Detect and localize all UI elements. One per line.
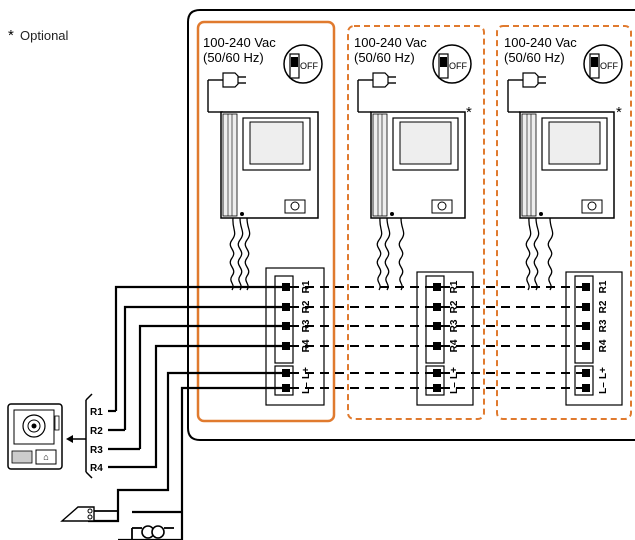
monitor-1: 100-240 Vac (50/60 Hz) OFF [203,35,323,291]
power-plug-icon [507,72,546,113]
door-terminal-label: R4 [90,463,103,474]
switch-label: OFF [600,61,618,71]
terminal-label: R3 [449,319,460,332]
optional-star: * [466,104,472,121]
optional-monitor-frame-3 [496,25,632,420]
monitor-2: 100-240 Vac (50/60 Hz) OFF * [354,35,472,291]
door-station-terminals: R1 R2 R3 R4 [85,393,103,479]
monitor-unit [370,111,466,219]
terminal-label: R1 [449,280,460,293]
power-label-line2: (50/60 Hz) [504,50,565,65]
power-label-line2: (50/60 Hz) [203,50,264,65]
installation-enclosure [187,9,635,441]
legend: * Optional [8,27,69,44]
power-label-line1: 100-240 Vac [354,35,427,50]
handset-cord-icon [229,217,251,291]
power-label-line1: 100-240 Vac [504,35,577,50]
terminal-label: R3 [598,319,609,332]
svg-text:⌂: ⌂ [43,452,48,462]
handset-cord-icon [376,217,405,291]
door-terminal-label: R3 [90,445,103,456]
terminal-label: R2 [598,300,609,313]
dashed-interconnect-wires [290,286,582,389]
door-terminal-label: R2 [90,426,103,437]
terminal-label: L+ [598,367,609,379]
power-plug-icon [207,72,246,113]
handset-cord-icon [525,217,554,291]
power-label-line2: (50/60 Hz) [354,50,415,65]
power-switch-icon: OFF [283,44,323,84]
door-station-wiring [88,285,282,540]
speaker-grille-icon [11,450,33,464]
legend-star: * [8,27,14,44]
door-station: ⌂ [7,403,63,470]
door-station-arrow-icon [66,435,86,443]
terminal-label: R2 [449,300,460,313]
main-monitor-frame [196,20,336,423]
monitor-3: 100-240 Vac (50/60 Hz) OFF * [504,35,623,291]
legend-text: Optional [20,28,69,43]
power-switch-icon: OFF [583,44,623,84]
lock-release-icon [60,506,118,522]
terminal-block-3: R1 R2 R3 R4 L+ L– [565,271,623,406]
switch-label: OFF [300,61,318,71]
door-terminal-label: R1 [90,407,103,418]
transformer-icon [131,525,174,540]
monitor-unit [220,111,319,219]
monitor-unit [519,111,615,219]
terminal-block-1: R1 R2 R3 R4 L+ L– [265,267,325,406]
terminal-label: L– [598,382,609,394]
power-plug-icon [357,72,396,113]
terminal-label: L+ [449,367,460,379]
terminal-label: L– [449,382,460,394]
power-switch-icon: OFF [432,44,472,84]
terminal-block-2: R1 R2 R3 R4 L+ L– [416,271,474,406]
optional-monitor-frame-2 [347,25,485,420]
switch-label: OFF [449,61,467,71]
terminal-label: R4 [598,339,609,352]
call-button-icon [35,449,57,465]
power-label-line1: 100-240 Vac [203,35,276,50]
terminal-label: R4 [449,339,460,352]
optional-star: * [616,104,622,121]
terminal-label: R1 [598,280,609,293]
